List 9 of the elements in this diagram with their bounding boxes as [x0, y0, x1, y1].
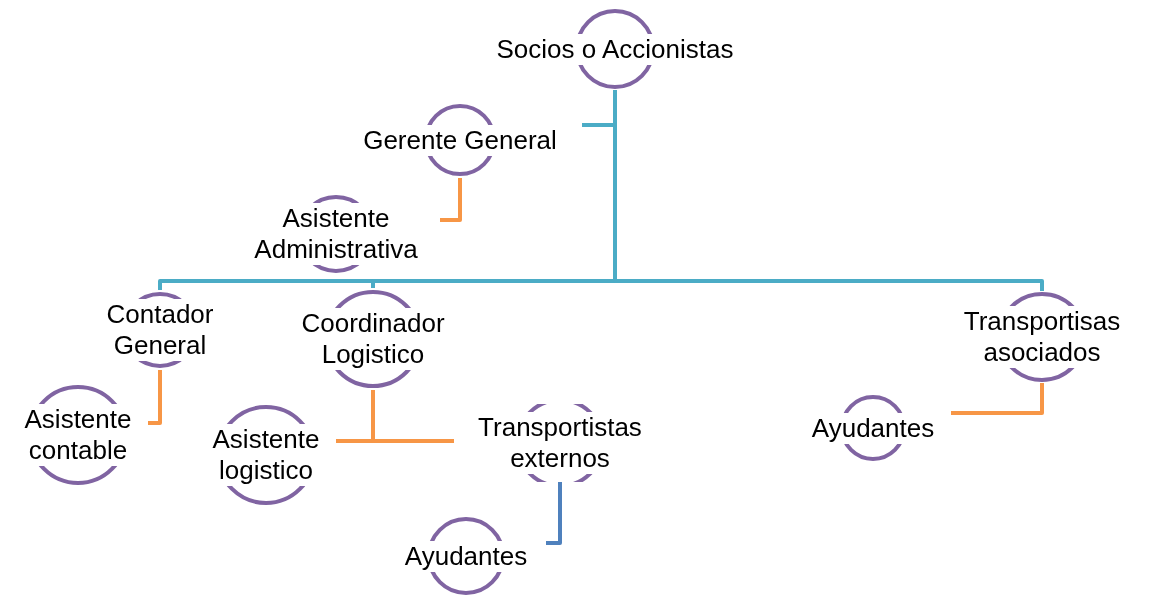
node-label: Socios o Accionistas — [494, 33, 736, 65]
connector-line — [440, 178, 462, 222]
connector-line — [148, 370, 162, 425]
node-label: Ayudantes — [809, 412, 937, 444]
connector-line — [546, 482, 562, 545]
connector-line — [613, 90, 1044, 291]
connector-line — [951, 383, 1044, 415]
connector-line — [371, 390, 454, 443]
node-label: Ayudantes — [402, 540, 530, 572]
